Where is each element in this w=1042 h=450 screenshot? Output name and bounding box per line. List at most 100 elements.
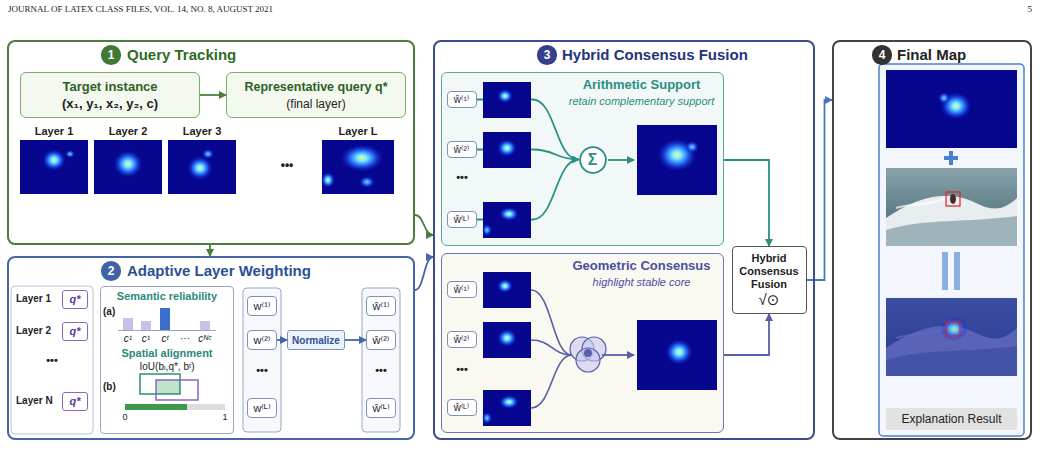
connector — [200, 94, 226, 96]
input-box: Target instance(x₁, y₁, x₂, y₂, c) — [20, 72, 200, 118]
heatmap — [168, 140, 236, 194]
heatmap — [886, 70, 1017, 148]
node-text: Arithmetic Support — [563, 77, 721, 93]
node-text: highlight stable core — [563, 275, 721, 289]
circle-shape — [538, 46, 556, 64]
heatmap — [94, 140, 162, 194]
label-text: cᵗ — [157, 332, 173, 345]
heatmap — [321, 140, 394, 194]
heatmap — [483, 132, 531, 168]
step-badge: 4 — [872, 45, 892, 65]
node-text: ŵ⁽¹⁾ — [454, 93, 469, 106]
stage-panel: Hybrid Consensus Fusion3Arithmetic Suppo… — [433, 40, 815, 440]
plus-symbol — [944, 151, 958, 165]
node-text: Target instance — [62, 78, 157, 95]
weight-box: w⁽¹⁾ — [247, 296, 277, 316]
column-outline — [11, 286, 93, 434]
intersection-symbol — [570, 337, 606, 372]
stage-panel: Query Tracking 1Target instance(x₁, y₁, x… — [7, 40, 415, 245]
label-slot: ••• — [247, 363, 277, 377]
fusion-box: Hybrid Consensus Fusion√⊙ — [732, 246, 807, 314]
label-text: 5 — [1000, 4, 1032, 15]
fusion-branch: Geometric Consensushighlight stable core… — [441, 253, 724, 433]
node-text: ŵ⁽ᴸ⁾ — [454, 401, 470, 414]
node-text: q* — [70, 292, 81, 306]
circle-shape — [580, 147, 606, 173]
criteria-box: Semantic reliabilitySpatial alignment — [100, 286, 234, 434]
heatmap — [482, 202, 531, 238]
stage-panel: Final Map4Explanation Result — [832, 40, 1032, 440]
label-text: ••• — [447, 170, 477, 184]
weight-box: ŵ⁽²⁾ — [366, 330, 396, 350]
label-text: cᴺᶜ — [194, 332, 216, 345]
label-text: Layer 1 — [20, 124, 88, 138]
label-text: ••• — [262, 158, 312, 173]
label-slot: IoU(bₗ,q*, bᵗ) — [100, 360, 234, 373]
node-text: Σ — [588, 151, 598, 169]
label-slot: ··· — [177, 332, 193, 345]
text-slot: Spatial alignment — [100, 346, 234, 360]
label-slot: Layer 2 — [94, 124, 162, 138]
weight-box: w⁽²⁾ — [247, 330, 277, 350]
connector — [415, 215, 433, 235]
connector — [724, 314, 769, 355]
fusion-branch: Arithmetic Supportretain complementary s… — [441, 72, 724, 246]
label-text: ··· — [177, 332, 193, 345]
text-slot: Query Tracking — [127, 45, 236, 65]
label-slot: 1 — [221, 412, 229, 423]
label-slot: ••• — [16, 353, 88, 367]
label-slot: Layer L — [322, 124, 394, 138]
normalize-box: Normalize — [287, 330, 345, 350]
sum-operator: Σ — [579, 146, 607, 174]
connector — [724, 160, 769, 246]
column-outline — [243, 288, 281, 432]
text-slot: Semantic reliability — [100, 289, 234, 303]
label-text: ••• — [247, 363, 277, 377]
label-slot: ••• — [366, 363, 396, 377]
heatmap — [637, 320, 717, 390]
text-slot: Final Map — [897, 45, 966, 65]
query-token: q* — [62, 322, 88, 341]
explanation-photo — [886, 298, 1017, 376]
query-box: Representative query q*(final layer) — [226, 72, 406, 118]
node-text: w⁽¹⁾ — [253, 299, 270, 313]
node-text: Representative query q* — [244, 79, 387, 96]
node-text: √⊙ — [759, 291, 780, 309]
node-text: ŵ⁽¹⁾ — [372, 299, 389, 313]
node-text: Geometric Consensus — [563, 258, 721, 274]
circle-shape — [102, 262, 120, 280]
node-text: 4 — [879, 48, 886, 62]
label-text: 1 — [221, 412, 229, 423]
label-slot: Layer 3 — [168, 124, 236, 138]
node-text: Semantic reliability — [100, 289, 234, 303]
label-slot: Layer N — [16, 394, 53, 407]
node-text: Hybrid Consensus Fusion — [736, 252, 803, 291]
iou-boxes — [140, 374, 198, 400]
node-text: 1 — [108, 48, 115, 62]
node-text: ŵ⁽²⁾ — [454, 143, 469, 156]
weight-box: ŵ⁽¹⁾ — [366, 296, 396, 316]
node-text: Query Tracking — [127, 45, 236, 65]
heatmap — [483, 322, 531, 358]
text-slot: Geometric Consensus — [563, 258, 721, 274]
label-text: ••• — [366, 363, 396, 377]
node-text: retain complementary support — [563, 94, 721, 108]
label-slot: ••• — [262, 158, 312, 173]
label-text: Layer N — [16, 394, 53, 407]
node-text: w⁽²⁾ — [253, 333, 270, 347]
label-slot: cᵗ — [157, 332, 173, 345]
node-text: ŵ⁽²⁾ — [372, 333, 389, 347]
label-text: Layer 1 — [16, 292, 51, 305]
arrow — [602, 355, 634, 356]
label-slot: Layer 1 — [16, 292, 51, 305]
step-badge: 2 — [101, 261, 121, 281]
label-text: ••• — [447, 362, 477, 376]
label-slot: cᴺᶜ — [194, 332, 216, 345]
connector — [807, 100, 833, 280]
label-text: JOURNAL OF LATEX CLASS FILES, VOL. 14, N… — [8, 4, 273, 15]
weight-box: ŵ⁽²⁾ — [447, 331, 477, 348]
text-slot: retain complementary support — [563, 94, 721, 108]
heatmap — [20, 140, 88, 194]
label-slot: (a) — [103, 305, 115, 318]
